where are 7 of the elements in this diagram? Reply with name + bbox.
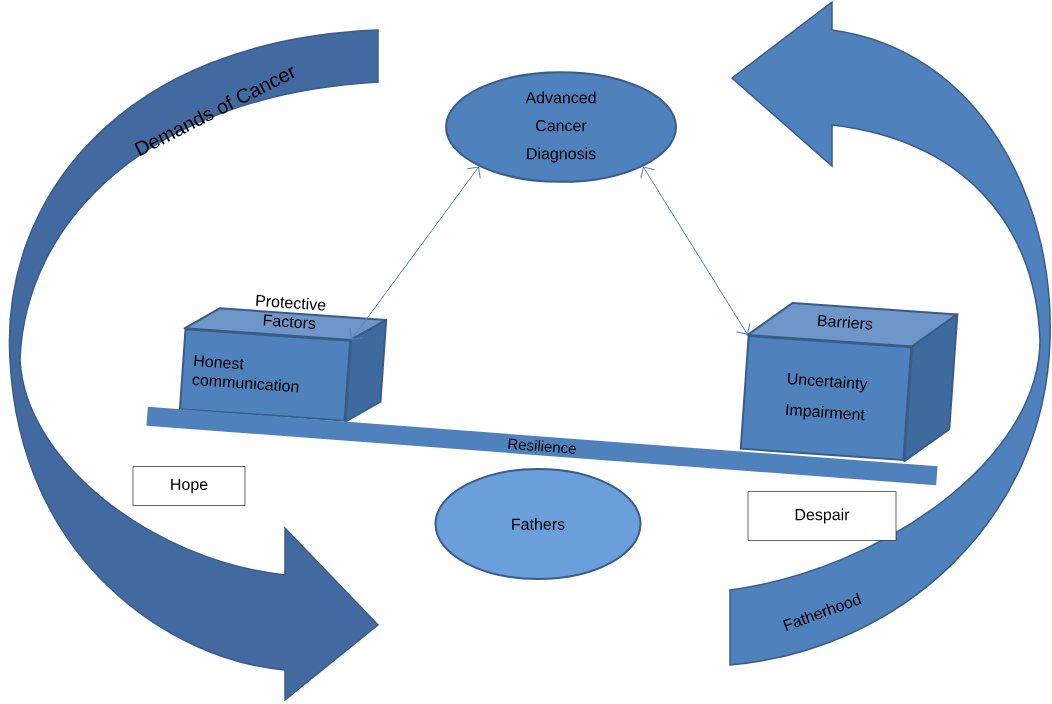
arrow [349, 166, 481, 340]
node-label: Barriers [817, 314, 873, 330]
node-label: Protective Factors [256, 294, 326, 329]
text-box: Despair [747, 491, 897, 541]
box-drawing: Uncertainty Impairment Barriers [739, 301, 959, 463]
text-box: Hope [132, 466, 246, 506]
arrow [640, 166, 751, 335]
